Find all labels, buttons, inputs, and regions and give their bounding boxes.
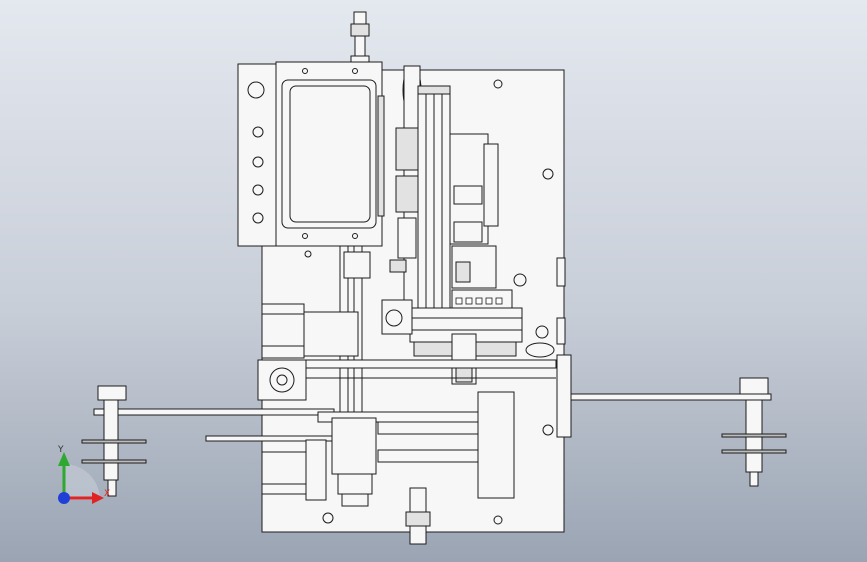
base-plate-holes — [304, 79, 554, 525]
z-axis-dot — [58, 492, 70, 504]
right-spool — [721, 377, 787, 487]
right-clip-lower — [556, 317, 566, 345]
y-axis-label: Y — [57, 445, 64, 455]
left-spool — [81, 385, 147, 497]
motor-assembly — [257, 303, 359, 495]
belt-slide-assembly — [389, 65, 451, 317]
right-clip-upper — [556, 257, 566, 287]
linear-guide — [381, 299, 555, 385]
coordinate-triad: Y X — [57, 445, 110, 504]
x-axis-arrowhead — [92, 492, 104, 504]
top-valve-fitting — [350, 11, 370, 67]
lower-carriage — [305, 391, 515, 507]
cylinder-block — [449, 133, 513, 309]
x-axis-label: X — [104, 489, 110, 499]
right-side-bracket — [556, 354, 572, 438]
bottom-fitting — [405, 487, 431, 545]
y-axis-arrowhead — [58, 452, 70, 466]
control-box — [237, 61, 385, 247]
